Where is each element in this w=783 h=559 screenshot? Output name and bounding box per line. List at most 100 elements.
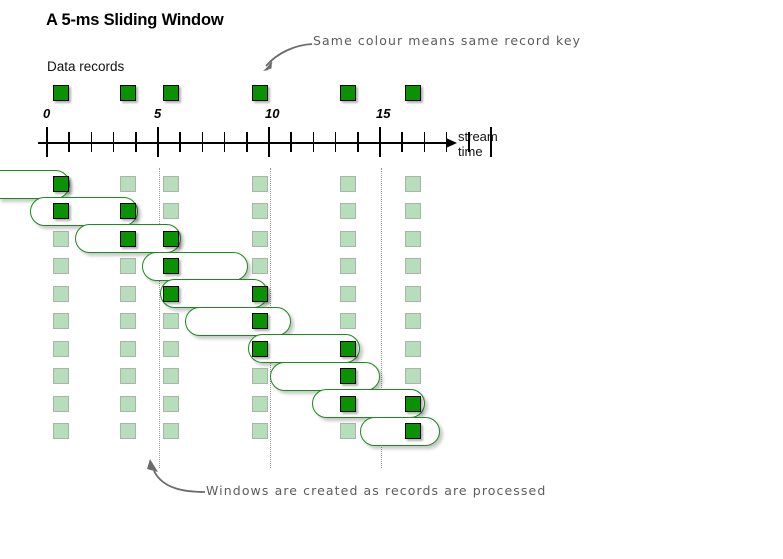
page-title: A 5-ms Sliding Window bbox=[46, 11, 224, 29]
ghost-record-square bbox=[252, 230, 268, 247]
ghost-record-square bbox=[120, 423, 136, 440]
data-record-square bbox=[120, 85, 136, 101]
window-record-square bbox=[405, 423, 421, 440]
sliding-window-capsule bbox=[360, 416, 440, 446]
window-record-square bbox=[252, 340, 268, 357]
data-record-square bbox=[53, 85, 69, 101]
axis-tick-major bbox=[156, 127, 160, 157]
ghost-record-square bbox=[405, 340, 421, 357]
ghost-record-square bbox=[340, 230, 356, 247]
axis-tick-label: 0 bbox=[43, 106, 51, 121]
arrow-top-curve bbox=[265, 43, 313, 67]
ghost-record-square bbox=[340, 313, 356, 330]
axis-tick-label: 10 bbox=[265, 106, 280, 121]
data-record-square bbox=[163, 85, 179, 101]
window-record-square bbox=[340, 368, 356, 385]
ghost-record-square bbox=[120, 313, 136, 330]
axis-tick-major bbox=[489, 127, 493, 157]
axis-tick-minor bbox=[290, 132, 292, 152]
axis-title: stream time bbox=[458, 129, 498, 159]
window-record-square bbox=[340, 340, 356, 357]
window-record-square bbox=[120, 230, 136, 247]
ghost-record-square bbox=[120, 176, 136, 192]
axis-tick-minor bbox=[112, 132, 115, 152]
axis-tick-label: 5 bbox=[154, 106, 162, 121]
vertical-guide bbox=[381, 168, 382, 468]
axis-tick-minor bbox=[201, 132, 204, 152]
sliding-window-capsule bbox=[185, 306, 291, 336]
axis-arrowhead bbox=[446, 137, 457, 148]
axis-tick-minor bbox=[246, 132, 248, 152]
axis-tick-minor bbox=[179, 132, 181, 152]
axis-tick-minor bbox=[423, 132, 426, 152]
ghost-record-square bbox=[163, 203, 179, 220]
window-record-square bbox=[252, 313, 268, 330]
window-record-square bbox=[53, 176, 69, 192]
ghost-record-square bbox=[340, 176, 356, 192]
annotation-windows-created: Windows are created as records are proce… bbox=[206, 483, 547, 498]
axis-tick-minor bbox=[135, 132, 137, 152]
ghost-record-square bbox=[252, 203, 268, 220]
axis-tick-minor bbox=[90, 132, 93, 152]
ghost-record-square bbox=[120, 340, 136, 357]
window-record-square bbox=[53, 203, 69, 220]
axis-title-line2: time bbox=[458, 144, 483, 159]
axis-tick-minor bbox=[468, 132, 470, 152]
ghost-record-square bbox=[405, 285, 421, 302]
ghost-record-square bbox=[53, 313, 69, 330]
sliding-window-capsule bbox=[270, 361, 380, 391]
axis-tick-minor bbox=[68, 132, 70, 152]
annotation-same-colour: Same colour means same record key bbox=[313, 33, 582, 48]
ghost-record-square bbox=[163, 395, 179, 412]
ghost-record-square bbox=[163, 313, 179, 330]
ghost-record-square bbox=[163, 423, 179, 440]
axis-tick-label: 15 bbox=[376, 106, 391, 121]
axis-tick-major bbox=[267, 127, 271, 157]
stream-time-axis bbox=[38, 142, 450, 144]
axis-tick-minor bbox=[357, 132, 359, 152]
ghost-record-square bbox=[53, 258, 69, 275]
ghost-record-square bbox=[53, 340, 69, 357]
ghost-record-square bbox=[163, 176, 179, 192]
sliding-window-capsule bbox=[142, 251, 248, 281]
window-record-square bbox=[405, 395, 421, 412]
axis-tick-minor bbox=[401, 132, 403, 152]
window-record-square bbox=[163, 285, 179, 302]
data-record-square bbox=[252, 85, 268, 101]
arrow-bottom-head bbox=[147, 459, 158, 472]
ghost-record-square bbox=[252, 368, 268, 385]
ghost-record-square bbox=[405, 203, 421, 220]
ghost-record-square bbox=[120, 258, 136, 275]
ghost-record-square bbox=[405, 230, 421, 247]
ghost-record-square bbox=[405, 258, 421, 275]
axis-tick-major bbox=[45, 127, 49, 157]
ghost-record-square bbox=[252, 258, 268, 275]
ghost-record-square bbox=[120, 395, 136, 412]
data-record-square bbox=[405, 85, 421, 101]
ghost-record-square bbox=[340, 203, 356, 220]
ghost-record-square bbox=[163, 368, 179, 385]
ghost-record-square bbox=[53, 230, 69, 247]
arrow-bottom-curve bbox=[153, 470, 206, 493]
data-records-label: Data records bbox=[47, 59, 125, 74]
window-record-square bbox=[163, 230, 179, 247]
axis-title-line1: stream bbox=[458, 129, 498, 144]
ghost-record-square bbox=[163, 340, 179, 357]
ghost-record-square bbox=[53, 423, 69, 440]
window-record-square bbox=[252, 285, 268, 302]
ghost-record-square bbox=[405, 368, 421, 385]
ghost-record-square bbox=[340, 285, 356, 302]
ghost-record-square bbox=[53, 285, 69, 302]
ghost-record-square bbox=[120, 285, 136, 302]
axis-tick-minor bbox=[334, 132, 337, 152]
axis-tick-major bbox=[378, 127, 382, 157]
ghost-record-square bbox=[252, 176, 268, 192]
ghost-record-square bbox=[340, 423, 356, 440]
ghost-record-square bbox=[405, 313, 421, 330]
ghost-record-square bbox=[53, 368, 69, 385]
window-record-square bbox=[120, 203, 136, 220]
ghost-record-square bbox=[340, 258, 356, 275]
vertical-guide bbox=[159, 168, 160, 468]
